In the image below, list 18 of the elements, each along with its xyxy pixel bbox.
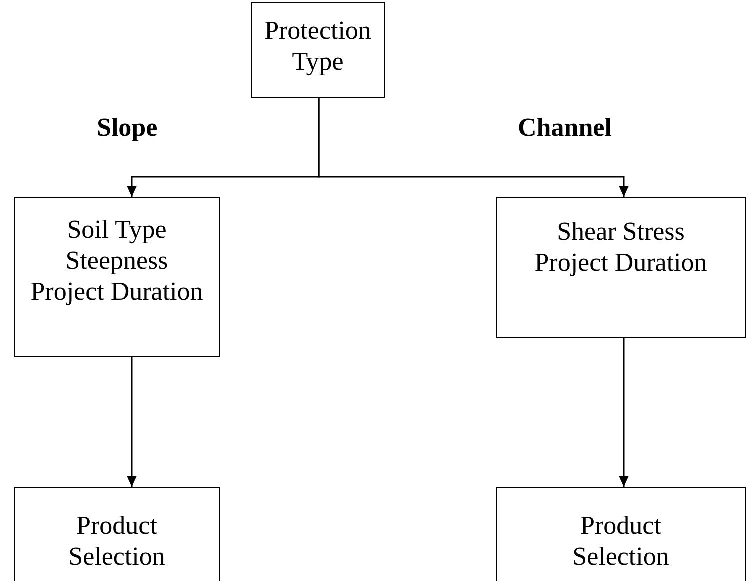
- process-box: [496, 487, 746, 581]
- box-text: Steepness: [66, 245, 168, 276]
- branch-label: Channel: [518, 112, 612, 143]
- box-text: Product Selection: [68, 510, 166, 572]
- process-box: [251, 2, 385, 98]
- arrow: [127, 357, 137, 487]
- box-text: Project Duration: [534, 247, 708, 278]
- box-text: Project Duration: [30, 276, 204, 307]
- arrow: [619, 338, 629, 487]
- box-text: Shear Stress: [557, 216, 685, 247]
- box-text: Product Selection: [572, 510, 670, 572]
- arrow: [318, 98, 629, 197]
- process-box: [14, 197, 220, 357]
- branch-label: Slope: [97, 112, 158, 143]
- process-box: [14, 487, 220, 581]
- box-text: Protection Type: [264, 15, 372, 77]
- box-text: Soil Type: [67, 214, 167, 245]
- process-box: [496, 197, 746, 338]
